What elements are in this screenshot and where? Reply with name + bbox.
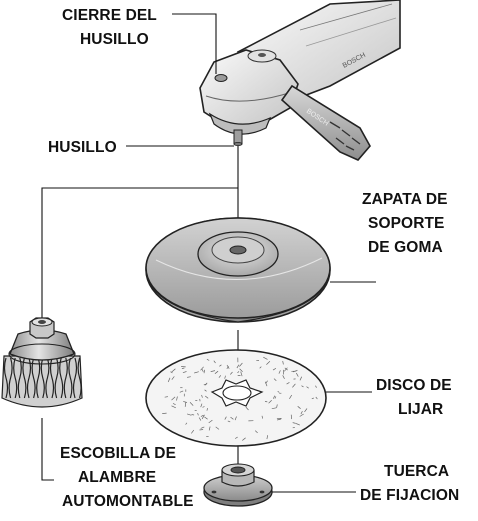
leader-wire-brush	[41, 418, 54, 481]
label-lock-nut-line1: TUERCA	[384, 463, 449, 480]
label-wire-brush-line2: ALAMBRE	[78, 469, 156, 486]
grinder-side-handle	[280, 84, 371, 161]
label-backing-pad-line1: ZAPATA DE	[362, 191, 448, 208]
label-sanding-disc-line1: DISCO DE	[376, 377, 452, 394]
label-wire-brush-line1: ESCOBILLA DE	[60, 445, 176, 462]
label-wire-brush-line3: AUTOMONTABLE	[62, 493, 194, 510]
label-sanding-disc-line2: LIJAR	[398, 401, 443, 418]
sanding-disc	[145, 349, 327, 447]
spindle-lock-button	[214, 74, 228, 82]
rubber-backing-pad	[145, 217, 331, 323]
angle-grinder: BOSCH BOSCH	[199, 0, 401, 161]
label-backing-pad-line3: DE GOMA	[368, 239, 443, 256]
leader-spindle-lock	[172, 13, 217, 74]
labels: CIERRE DEL HUSILLO HUSILLO ZAPATA DE SOP…	[48, 7, 459, 510]
label-spindle-lock-line1: CIERRE DEL	[62, 7, 157, 24]
lock-nut	[203, 463, 273, 507]
label-backing-pad-line2: SOPORTE	[368, 215, 445, 232]
label-spindle-lock-line2: HUSILLO	[80, 31, 149, 48]
wire-cup-brush	[1, 317, 83, 408]
label-spindle: HUSILLO	[48, 139, 117, 156]
label-lock-nut-line2: DE FIJACION	[360, 487, 459, 504]
spindle-shaft	[233, 129, 243, 145]
leader-lines	[41, 13, 376, 493]
